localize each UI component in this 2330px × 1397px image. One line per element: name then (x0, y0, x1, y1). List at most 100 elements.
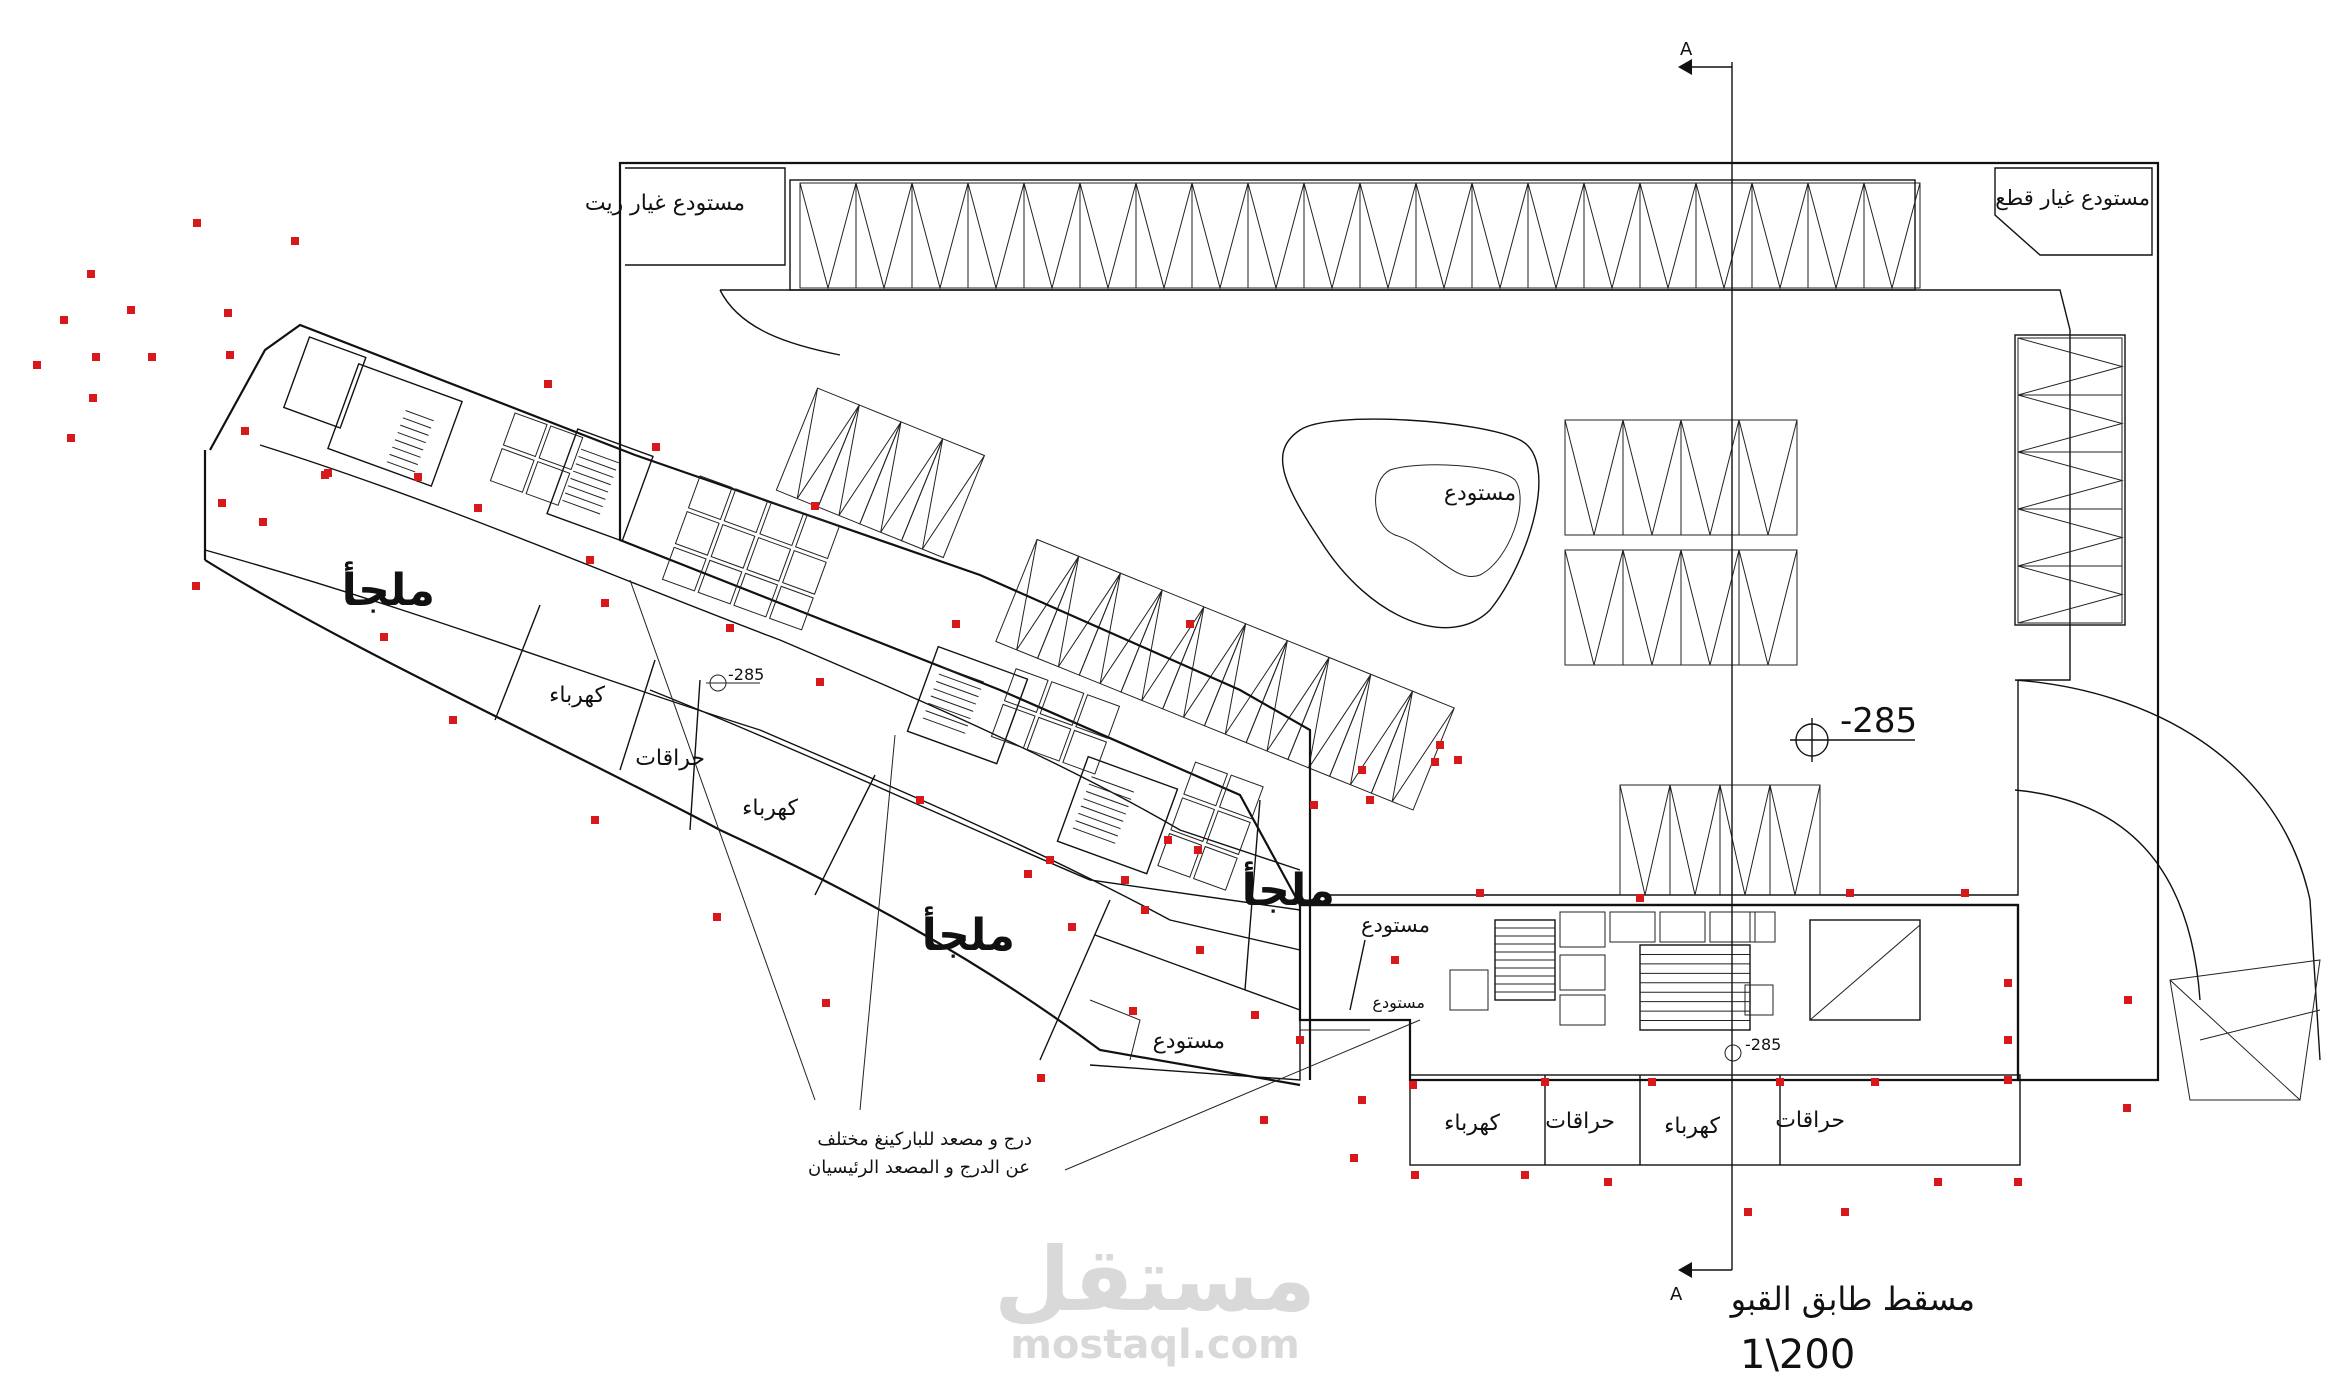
parking-bay (967, 182, 1025, 289)
parking-bay-mark (1669, 784, 1721, 896)
column-marker (1541, 1078, 1549, 1086)
store-hatch (1089, 999, 1141, 1061)
stair-tread (394, 439, 424, 451)
watermark-logo: مستقل (994, 1228, 1316, 1331)
parking-bay-mark (2017, 337, 2124, 396)
column-marker (67, 434, 75, 442)
parking-bay (1078, 572, 1163, 693)
parking-bay (1695, 182, 1753, 289)
parking-bay (1079, 182, 1137, 289)
column-marker (586, 556, 594, 564)
ramp-box-diag (1809, 924, 1921, 1021)
parking-bay (1527, 182, 1585, 289)
parking-bay-mark (1719, 784, 1771, 896)
column-marker (1296, 1036, 1304, 1044)
pantry-room (1039, 681, 1085, 726)
column-marker (2123, 1104, 2131, 1112)
column-marker (1934, 1178, 1942, 1186)
parking-bay-mark (1016, 539, 1080, 651)
parking-bay-mark (1680, 549, 1740, 666)
parking-bay-mark (2017, 565, 2124, 624)
pantry-cluster (1157, 761, 1264, 891)
parking-bay-mark (1738, 549, 1798, 666)
parking-bay (1583, 182, 1641, 289)
parking-bay-mark (1057, 556, 1121, 668)
annotation-leaders (629, 579, 1421, 1171)
column-marker (380, 633, 388, 641)
pantry-room (733, 572, 779, 618)
pantry-room (1205, 810, 1251, 856)
column-marker (92, 353, 100, 361)
parking-bay-mark (1738, 419, 1798, 536)
parking-bay-mark (1695, 182, 1753, 290)
pantry-room (525, 461, 571, 506)
pantry-rooms (489, 412, 1264, 891)
pantry-room (674, 510, 720, 556)
parking-bay-mark (796, 388, 860, 499)
parking-bay-mark (1183, 606, 1247, 718)
burners-label-3: حراقات (1775, 1108, 1845, 1133)
column-marker (414, 473, 422, 481)
parking-bay (1719, 784, 1771, 896)
parking-bay (1328, 673, 1414, 794)
parking-bay-mark (911, 182, 969, 290)
column-marker (1358, 1096, 1366, 1104)
parking-bay (900, 438, 986, 559)
parking-bay-mark (1247, 182, 1305, 290)
column-marker (259, 518, 267, 526)
column-marker (1961, 889, 1969, 897)
parking-bay (1622, 419, 1682, 536)
stair-core-mid (906, 645, 1029, 765)
column-marker (1411, 1171, 1419, 1179)
parking-bay (1162, 606, 1247, 727)
stair-tread (405, 410, 434, 422)
parking-bay (775, 387, 860, 508)
drive-aisle-line (720, 289, 2071, 896)
parts-store-label: مستودع غيار قطع (1995, 186, 2150, 210)
section-arrow-top (1678, 59, 1692, 75)
column-marker (916, 796, 924, 804)
parking-bay-mark (1527, 182, 1585, 290)
stair-tread (1086, 790, 1129, 808)
parking-bay-mark (2017, 508, 2124, 567)
elevator-shaft (1449, 969, 1489, 1011)
parking-bay-mark (1769, 784, 1821, 896)
column-marker (2124, 996, 2132, 1004)
pantry-room (759, 501, 805, 547)
pantry-room (1075, 694, 1121, 739)
pantry-room (1157, 832, 1203, 878)
pantry-room (1559, 911, 1606, 948)
column-marker (218, 499, 226, 507)
pantry-room (723, 488, 769, 534)
shelter-label-east: ملجأ (1242, 861, 1335, 916)
pantry-room (538, 425, 584, 471)
wing-north-wall (209, 323, 1312, 1080)
parking-bay-mark (1308, 657, 1372, 769)
island-store-label: مستودع (1444, 481, 1516, 506)
parking-bay (1370, 690, 1455, 811)
burners-label-2: حراقات (1545, 1109, 1615, 1134)
parking-bay-mark (1099, 573, 1163, 684)
column-marker (474, 504, 482, 512)
parking-bay-mark (2017, 451, 2124, 510)
pantry-room (1609, 911, 1656, 943)
column-marker (1194, 846, 1202, 854)
bottom-parking-bays (1619, 784, 1821, 896)
column-marker (224, 309, 232, 317)
parking-bay-mark (1583, 182, 1641, 290)
shelter-label-south: ملجأ (922, 906, 1015, 961)
column-marker (822, 999, 830, 1007)
elevator-shaft (1744, 984, 1774, 1016)
column-marker (1350, 1154, 1358, 1162)
pantry-room (1003, 668, 1049, 713)
section-marker-bottom: A (1670, 1284, 1683, 1305)
parking-bay (1738, 549, 1798, 666)
stair-tread (386, 461, 416, 473)
parking-bay-mark (838, 404, 902, 516)
stair-tread (1088, 783, 1132, 800)
parking-bay (1680, 419, 1740, 536)
right-parking-bays (2017, 337, 2124, 624)
pantry-room (1026, 716, 1072, 762)
stair-flight (1072, 776, 1134, 844)
level-symbols (706, 674, 1915, 1062)
